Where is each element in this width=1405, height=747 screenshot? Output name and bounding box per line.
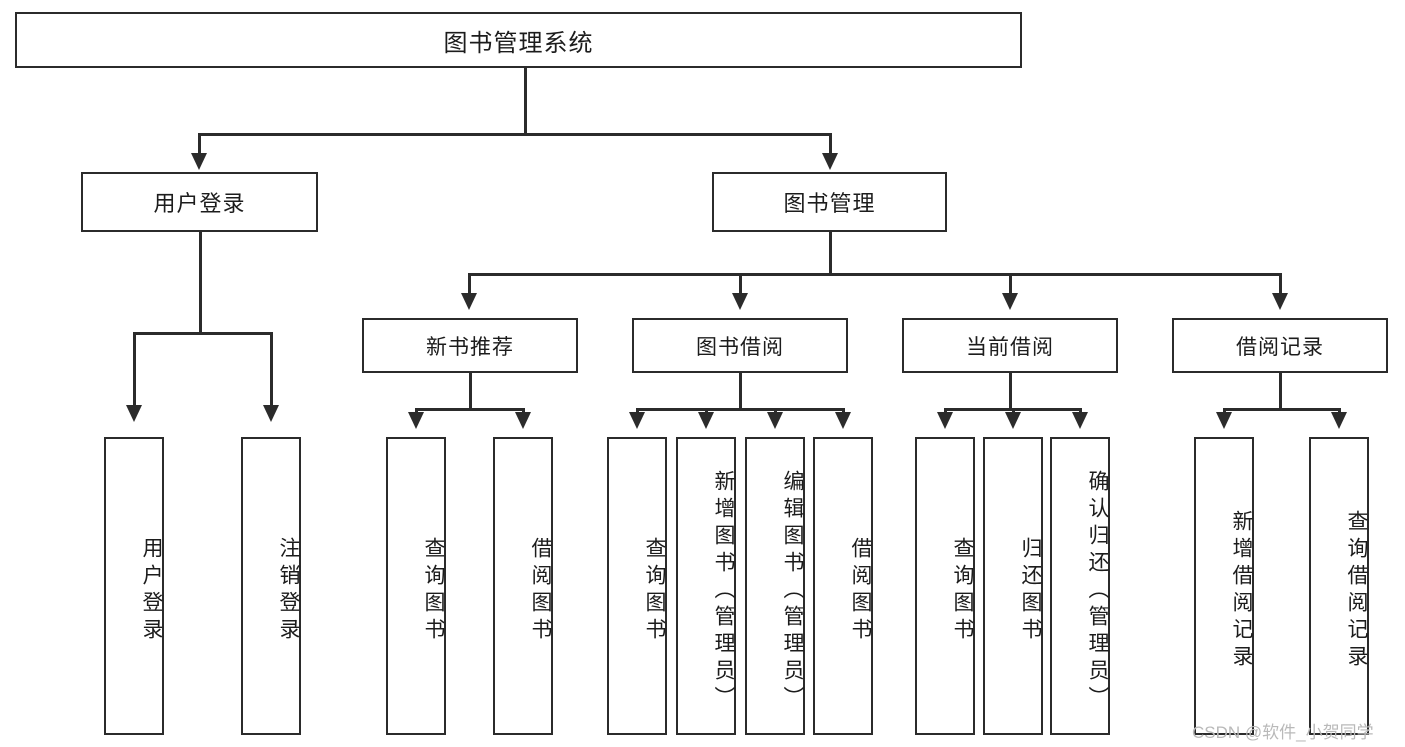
connector-root-to-book-manage bbox=[829, 133, 832, 155]
connector-book-manage-bar bbox=[468, 273, 1281, 276]
leaf-new-book-borrow[interactable]: 借阅图书 bbox=[493, 437, 553, 735]
leaf-label: 借阅图书 bbox=[849, 537, 872, 645]
connector-current-borrow-trunk bbox=[1009, 373, 1012, 409]
leaf-user-login-login[interactable]: 用户登录 bbox=[104, 437, 164, 735]
node-new-book-recommend[interactable]: 新书推荐 bbox=[362, 318, 578, 373]
connector-book-manage-trunk bbox=[829, 232, 832, 274]
node-label: 新书推荐 bbox=[426, 335, 514, 359]
leaf-label: 借阅图书 bbox=[529, 537, 552, 645]
connector-user-login-trunk bbox=[199, 232, 202, 333]
leaf-label: 查询图书 bbox=[643, 537, 666, 645]
connector-root-to-user-login bbox=[198, 133, 201, 155]
node-user-login[interactable]: 用户登录 bbox=[81, 172, 318, 232]
leaf-borrow-record-query[interactable]: 查询借阅记录 bbox=[1309, 437, 1369, 735]
arrowhead-root-to-book-manage bbox=[822, 153, 838, 170]
arrowhead-borrow-record-leaf-1 bbox=[1216, 412, 1232, 429]
node-current-borrow[interactable]: 当前借阅 bbox=[902, 318, 1118, 373]
node-root-system[interactable]: 图书管理系统 bbox=[15, 12, 1022, 68]
node-label: 图书管理 bbox=[783, 191, 876, 216]
connector-borrow-record-trunk bbox=[1279, 373, 1282, 409]
connector-user-login-branch-2 bbox=[270, 332, 273, 407]
arrowhead-borrow-record-leaf-2 bbox=[1331, 412, 1347, 429]
node-label: 当前借阅 bbox=[966, 335, 1054, 359]
watermark-text: CSDN @软件_小贺同学 bbox=[1192, 723, 1374, 742]
leaf-new-book-query[interactable]: 查询图书 bbox=[386, 437, 446, 735]
connector-book-manage-branch-1 bbox=[468, 273, 471, 295]
arrowhead-root-to-user-login bbox=[191, 153, 207, 170]
leaf-borrow-record-add[interactable]: 新增借阅记录 bbox=[1194, 437, 1254, 735]
leaf-label: 注销登录 bbox=[277, 537, 300, 645]
leaf-book-borrow-edit[interactable]: 编辑图书（管理员） bbox=[745, 437, 805, 735]
leaf-label: 编辑图书（管理员） bbox=[781, 469, 804, 713]
leaf-user-login-logout[interactable]: 注销登录 bbox=[241, 437, 301, 735]
leaf-label: 新增图书（管理员） bbox=[712, 469, 735, 713]
connector-new-book-trunk bbox=[469, 373, 472, 409]
arrowhead-new-book-leaf-1 bbox=[408, 412, 424, 429]
node-borrow-record[interactable]: 借阅记录 bbox=[1172, 318, 1388, 373]
arrowhead-to-new-book-recommend bbox=[461, 293, 477, 310]
node-label: 图书借阅 bbox=[696, 335, 784, 359]
leaf-book-borrow-add[interactable]: 新增图书（管理员） bbox=[676, 437, 736, 735]
leaf-label: 用户登录 bbox=[140, 537, 163, 645]
arrowhead-user-login-leaf-2 bbox=[263, 405, 279, 422]
leaf-label: 确认归还（管理员） bbox=[1086, 469, 1109, 713]
connector-user-login-branch-1 bbox=[133, 332, 136, 407]
connector-new-book-bar bbox=[415, 408, 524, 411]
connector-borrow-record-bar bbox=[1223, 408, 1340, 411]
arrowhead-current-borrow-leaf-3 bbox=[1072, 412, 1088, 429]
node-book-borrow[interactable]: 图书借阅 bbox=[632, 318, 848, 373]
node-book-manage[interactable]: 图书管理 bbox=[712, 172, 947, 232]
leaf-current-borrow-query[interactable]: 查询图书 bbox=[915, 437, 975, 735]
leaf-book-borrow-query[interactable]: 查询图书 bbox=[607, 437, 667, 735]
connector-book-manage-branch-4 bbox=[1279, 273, 1282, 295]
connector-user-login-bar bbox=[133, 332, 272, 335]
connector-book-manage-branch-3 bbox=[1009, 273, 1012, 295]
leaf-label: 查询借阅记录 bbox=[1345, 510, 1368, 672]
arrowhead-to-book-borrow bbox=[732, 293, 748, 310]
node-label: 用户登录 bbox=[153, 191, 246, 216]
leaf-label: 归还图书 bbox=[1019, 537, 1042, 645]
leaf-current-borrow-confirm[interactable]: 确认归还（管理员） bbox=[1050, 437, 1110, 735]
arrowhead-book-borrow-leaf-1 bbox=[629, 412, 645, 429]
leaf-book-borrow-borrow[interactable]: 借阅图书 bbox=[813, 437, 873, 735]
leaf-label: 新增借阅记录 bbox=[1230, 510, 1253, 672]
arrowhead-to-current-borrow bbox=[1002, 293, 1018, 310]
connector-book-borrow-trunk bbox=[739, 373, 742, 409]
arrowhead-book-borrow-leaf-3 bbox=[767, 412, 783, 429]
csdn-watermark: CSDN @软件_小贺同学 bbox=[1192, 718, 1374, 743]
leaf-current-borrow-return[interactable]: 归还图书 bbox=[983, 437, 1043, 735]
arrowhead-current-borrow-leaf-2 bbox=[1005, 412, 1021, 429]
arrowhead-book-borrow-leaf-4 bbox=[835, 412, 851, 429]
node-label: 图书管理系统 bbox=[443, 29, 594, 57]
connector-root-bar bbox=[198, 133, 830, 136]
connector-book-manage-branch-2 bbox=[739, 273, 742, 295]
arrowhead-to-borrow-record bbox=[1272, 293, 1288, 310]
connector-root-trunk bbox=[524, 68, 527, 134]
arrowhead-book-borrow-leaf-2 bbox=[698, 412, 714, 429]
node-label: 借阅记录 bbox=[1236, 335, 1324, 359]
arrowhead-new-book-leaf-2 bbox=[515, 412, 531, 429]
connector-book-borrow-bar bbox=[636, 408, 843, 411]
arrowhead-user-login-leaf-1 bbox=[126, 405, 142, 422]
leaf-label: 查询图书 bbox=[422, 537, 445, 645]
leaf-label: 查询图书 bbox=[951, 537, 974, 645]
arrowhead-current-borrow-leaf-1 bbox=[937, 412, 953, 429]
